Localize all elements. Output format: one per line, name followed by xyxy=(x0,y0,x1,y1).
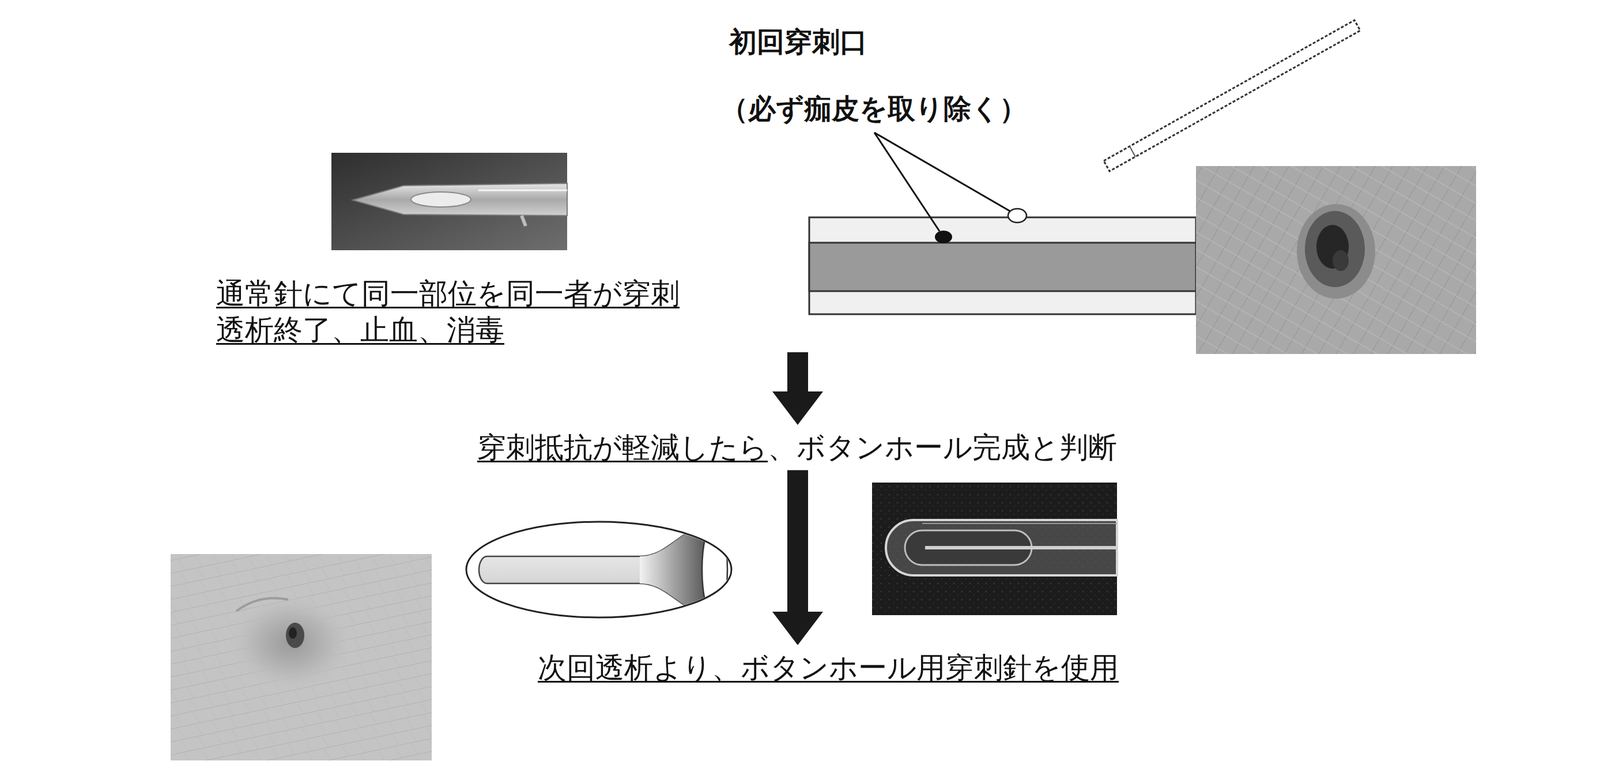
step-text: 通常針にて同一部位を同一者が穿刺 xyxy=(216,275,851,312)
step-text: 次回透析より、ボタンホール用穿刺針を使用 xyxy=(537,649,1122,686)
flow-arrow xyxy=(772,352,824,425)
blunt-needle-photo xyxy=(872,482,1118,615)
leader-line xyxy=(874,132,1010,211)
callout-label: （必ず痂皮を取り除く） xyxy=(720,92,1028,126)
flow-arrow xyxy=(772,470,824,646)
leader-line xyxy=(874,132,940,232)
step-line: 穿刺抵抗が軽減したら、ボタンホール完成と判断 xyxy=(477,429,1120,466)
needle-outline xyxy=(1103,20,1361,172)
blunt-needle-drawing xyxy=(466,521,732,618)
skin-photo xyxy=(170,553,432,761)
vessel-diagram xyxy=(809,132,1196,315)
step-text-node: 次回透析より、ボタンホール用穿刺針を使用 xyxy=(537,649,1122,686)
puncture-dot xyxy=(934,230,953,244)
step-text: 穿刺抵抗が軽減したら xyxy=(477,430,768,464)
step-text-node: 穿刺抵抗が軽減したら、ボタンホール完成と判断 xyxy=(477,429,1120,466)
callout-label: 初回穿刺口 xyxy=(729,25,868,59)
needle-photo xyxy=(331,152,568,251)
skin-photo xyxy=(1195,165,1477,354)
step-text-node: 通常針にて同一部位を同一者が穿刺透析終了、止血、消毒 xyxy=(216,275,851,348)
step-text: 透析終了、止血、消毒 xyxy=(216,311,851,349)
step-text: 、ボタンホール完成と判断 xyxy=(767,430,1118,464)
puncture-dot xyxy=(1008,208,1027,223)
